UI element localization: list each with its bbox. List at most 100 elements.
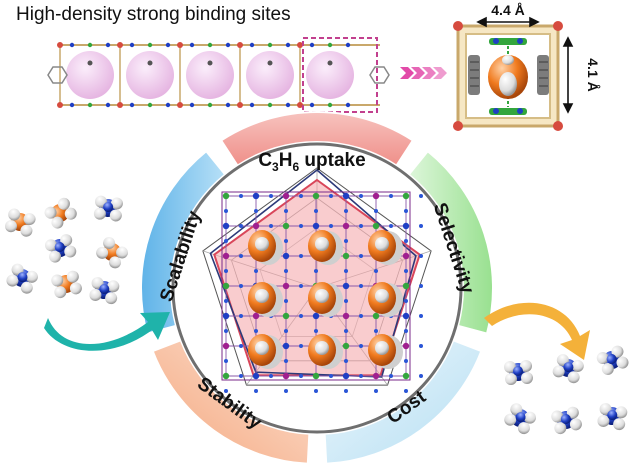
lattice-atom — [222, 342, 230, 350]
linker-atom — [344, 329, 348, 333]
metal-node — [177, 42, 183, 48]
linker-atom — [224, 209, 228, 213]
guest-atom — [147, 60, 153, 66]
propylene-molecule — [44, 197, 77, 229]
linker-atom — [299, 254, 303, 258]
hydrogen-atom — [109, 209, 122, 222]
linker-atom — [284, 269, 288, 273]
linker-atom — [404, 299, 408, 303]
propylene-molecule — [96, 237, 128, 269]
linker-atom — [225, 42, 231, 48]
metal-node — [57, 102, 63, 108]
carbon-atom — [103, 202, 114, 213]
hydrogen-atom — [597, 414, 610, 427]
linker-atom — [285, 102, 291, 108]
lattice-atom — [372, 312, 380, 320]
linker-atom — [309, 42, 315, 48]
pore-sphere — [246, 51, 294, 99]
hydrogen-atom — [504, 413, 517, 426]
metal-node — [117, 42, 123, 48]
linker-atom — [359, 374, 363, 378]
hydrogen-atom — [611, 345, 624, 358]
linker-atom — [299, 374, 303, 378]
linker-atom — [284, 209, 288, 213]
lattice-atom — [342, 372, 350, 380]
linker-atom — [299, 284, 303, 288]
linker-atom — [87, 42, 93, 48]
hydrogen-atom — [115, 246, 128, 259]
hydrogen-atom — [60, 234, 73, 247]
hydrogen-atom — [517, 422, 530, 435]
lattice-atom — [222, 252, 230, 260]
linker-atom — [254, 209, 258, 213]
lattice-atom — [402, 312, 410, 320]
linker-atom — [314, 209, 318, 213]
lattice-atom — [222, 312, 230, 320]
linker-atom — [249, 102, 255, 108]
hydrogen-atom — [110, 197, 123, 210]
carbon-atom — [513, 366, 523, 376]
dimension-width-arrow — [476, 16, 540, 28]
linker-atom — [389, 224, 393, 228]
linker-atom — [284, 299, 288, 303]
linker-atom — [254, 269, 258, 273]
segment-stability — [151, 339, 311, 465]
linker-atom — [254, 389, 258, 393]
linker-atom — [344, 299, 348, 303]
linker-atom — [239, 284, 243, 288]
hydrogen-atom — [315, 341, 329, 355]
segment-cost — [323, 339, 483, 465]
lattice-atom — [372, 192, 380, 200]
hydrogen-atom — [520, 360, 532, 372]
separated-propane-molecules — [504, 345, 629, 435]
lattice-atom — [372, 372, 380, 380]
linker-atom — [309, 102, 315, 108]
linker-atom — [224, 299, 228, 303]
lattice-atom — [402, 372, 410, 380]
hydrogen-atom — [375, 289, 389, 303]
hydrogen-atom — [523, 411, 536, 424]
lattice-atom — [402, 192, 410, 200]
hydrogen-atom — [375, 341, 389, 355]
linker-atom — [87, 102, 93, 108]
hydrogen-atom — [49, 250, 62, 263]
propylene-molecule — [5, 208, 36, 237]
linker-atom — [129, 102, 135, 108]
linker-atom — [389, 374, 393, 378]
metal-node — [297, 102, 303, 108]
lattice-atom — [282, 252, 290, 260]
linker-atom — [147, 102, 153, 108]
lattice-atom — [252, 312, 260, 320]
lattice-atom — [222, 282, 230, 290]
lattice-atom — [282, 372, 290, 380]
hydrogen-atom — [20, 224, 33, 237]
hydrogen-atom — [103, 237, 116, 250]
lattice-atom — [252, 192, 260, 200]
linker-atom — [269, 224, 273, 228]
linker-atom — [329, 224, 333, 228]
hydrogen-atom — [613, 418, 626, 431]
propane-molecule — [44, 234, 77, 263]
lattice-atom — [372, 222, 380, 230]
linker-atom — [267, 102, 273, 108]
hydrogen-atom — [552, 365, 565, 378]
lattice-atom — [312, 222, 320, 230]
linker-atom — [189, 42, 195, 48]
hydrogen-atom — [255, 237, 269, 251]
hydrogen-atom — [601, 362, 614, 375]
hydrogen-atom — [64, 245, 77, 258]
linker-atom — [239, 254, 243, 258]
linker-atom — [254, 329, 258, 333]
linker-atom — [69, 42, 75, 48]
metal-node — [297, 42, 303, 48]
hydrogen-atom — [89, 288, 102, 301]
hydrogen-atom — [5, 220, 18, 233]
lattice-atom — [222, 372, 230, 380]
hydrogen-atom — [375, 237, 389, 251]
linker-atom — [165, 42, 171, 48]
carbon-atom — [560, 414, 571, 425]
hydrogen-atom — [44, 206, 57, 219]
linker-atom — [345, 102, 351, 108]
linker-atom — [224, 239, 228, 243]
